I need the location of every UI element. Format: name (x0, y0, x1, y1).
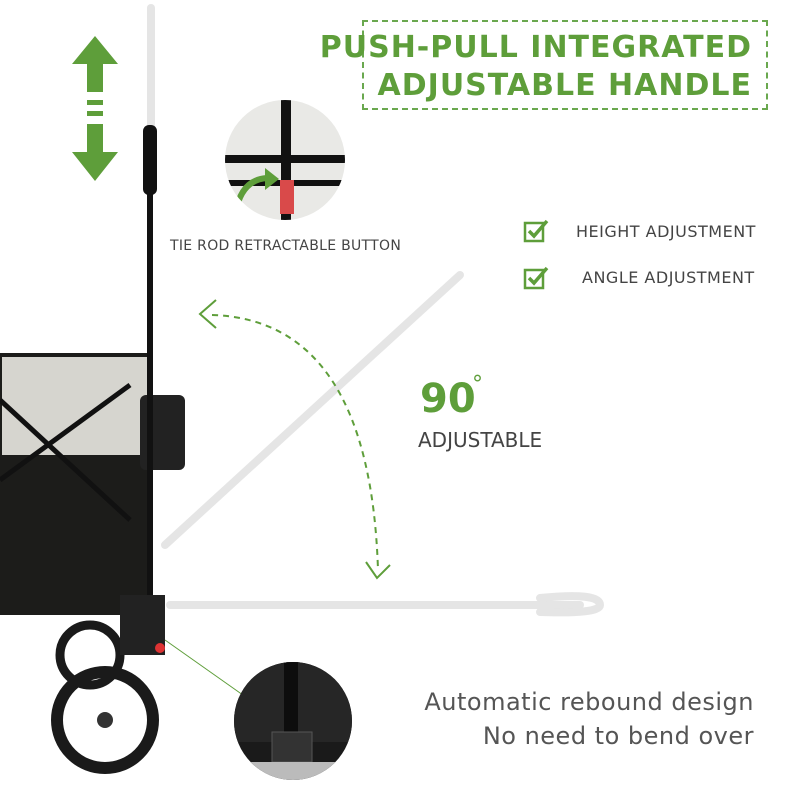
angle-label: ADJUSTABLE (418, 428, 543, 452)
rebound-detail-image (234, 662, 352, 780)
feature-height: HEIGHT ADJUSTMENT (576, 222, 756, 241)
button-caption: TIE ROD RETRACTABLE BUTTON (170, 238, 402, 254)
rebound-line-2: No need to bend over (482, 722, 754, 750)
checkbox-check-icon (523, 219, 549, 243)
angle-symbol: ° (472, 372, 483, 397)
feature-angle: ANGLE ADJUSTMENT (582, 268, 755, 287)
title-box: PUSH-PULL INTEGRATED ADJUSTABLE HANDLE (320, 20, 768, 110)
title-line-2: ADJUSTABLE HANDLE (377, 68, 752, 103)
rebound-line-1: Automatic rebound design (424, 688, 754, 716)
up-down-arrow-icon (72, 36, 118, 181)
checkbox-check-icon (523, 266, 549, 290)
button-detail-image (225, 100, 345, 220)
title-line-1: PUSH-PULL INTEGRATED (319, 30, 752, 65)
angle-value: 90 (420, 376, 476, 422)
